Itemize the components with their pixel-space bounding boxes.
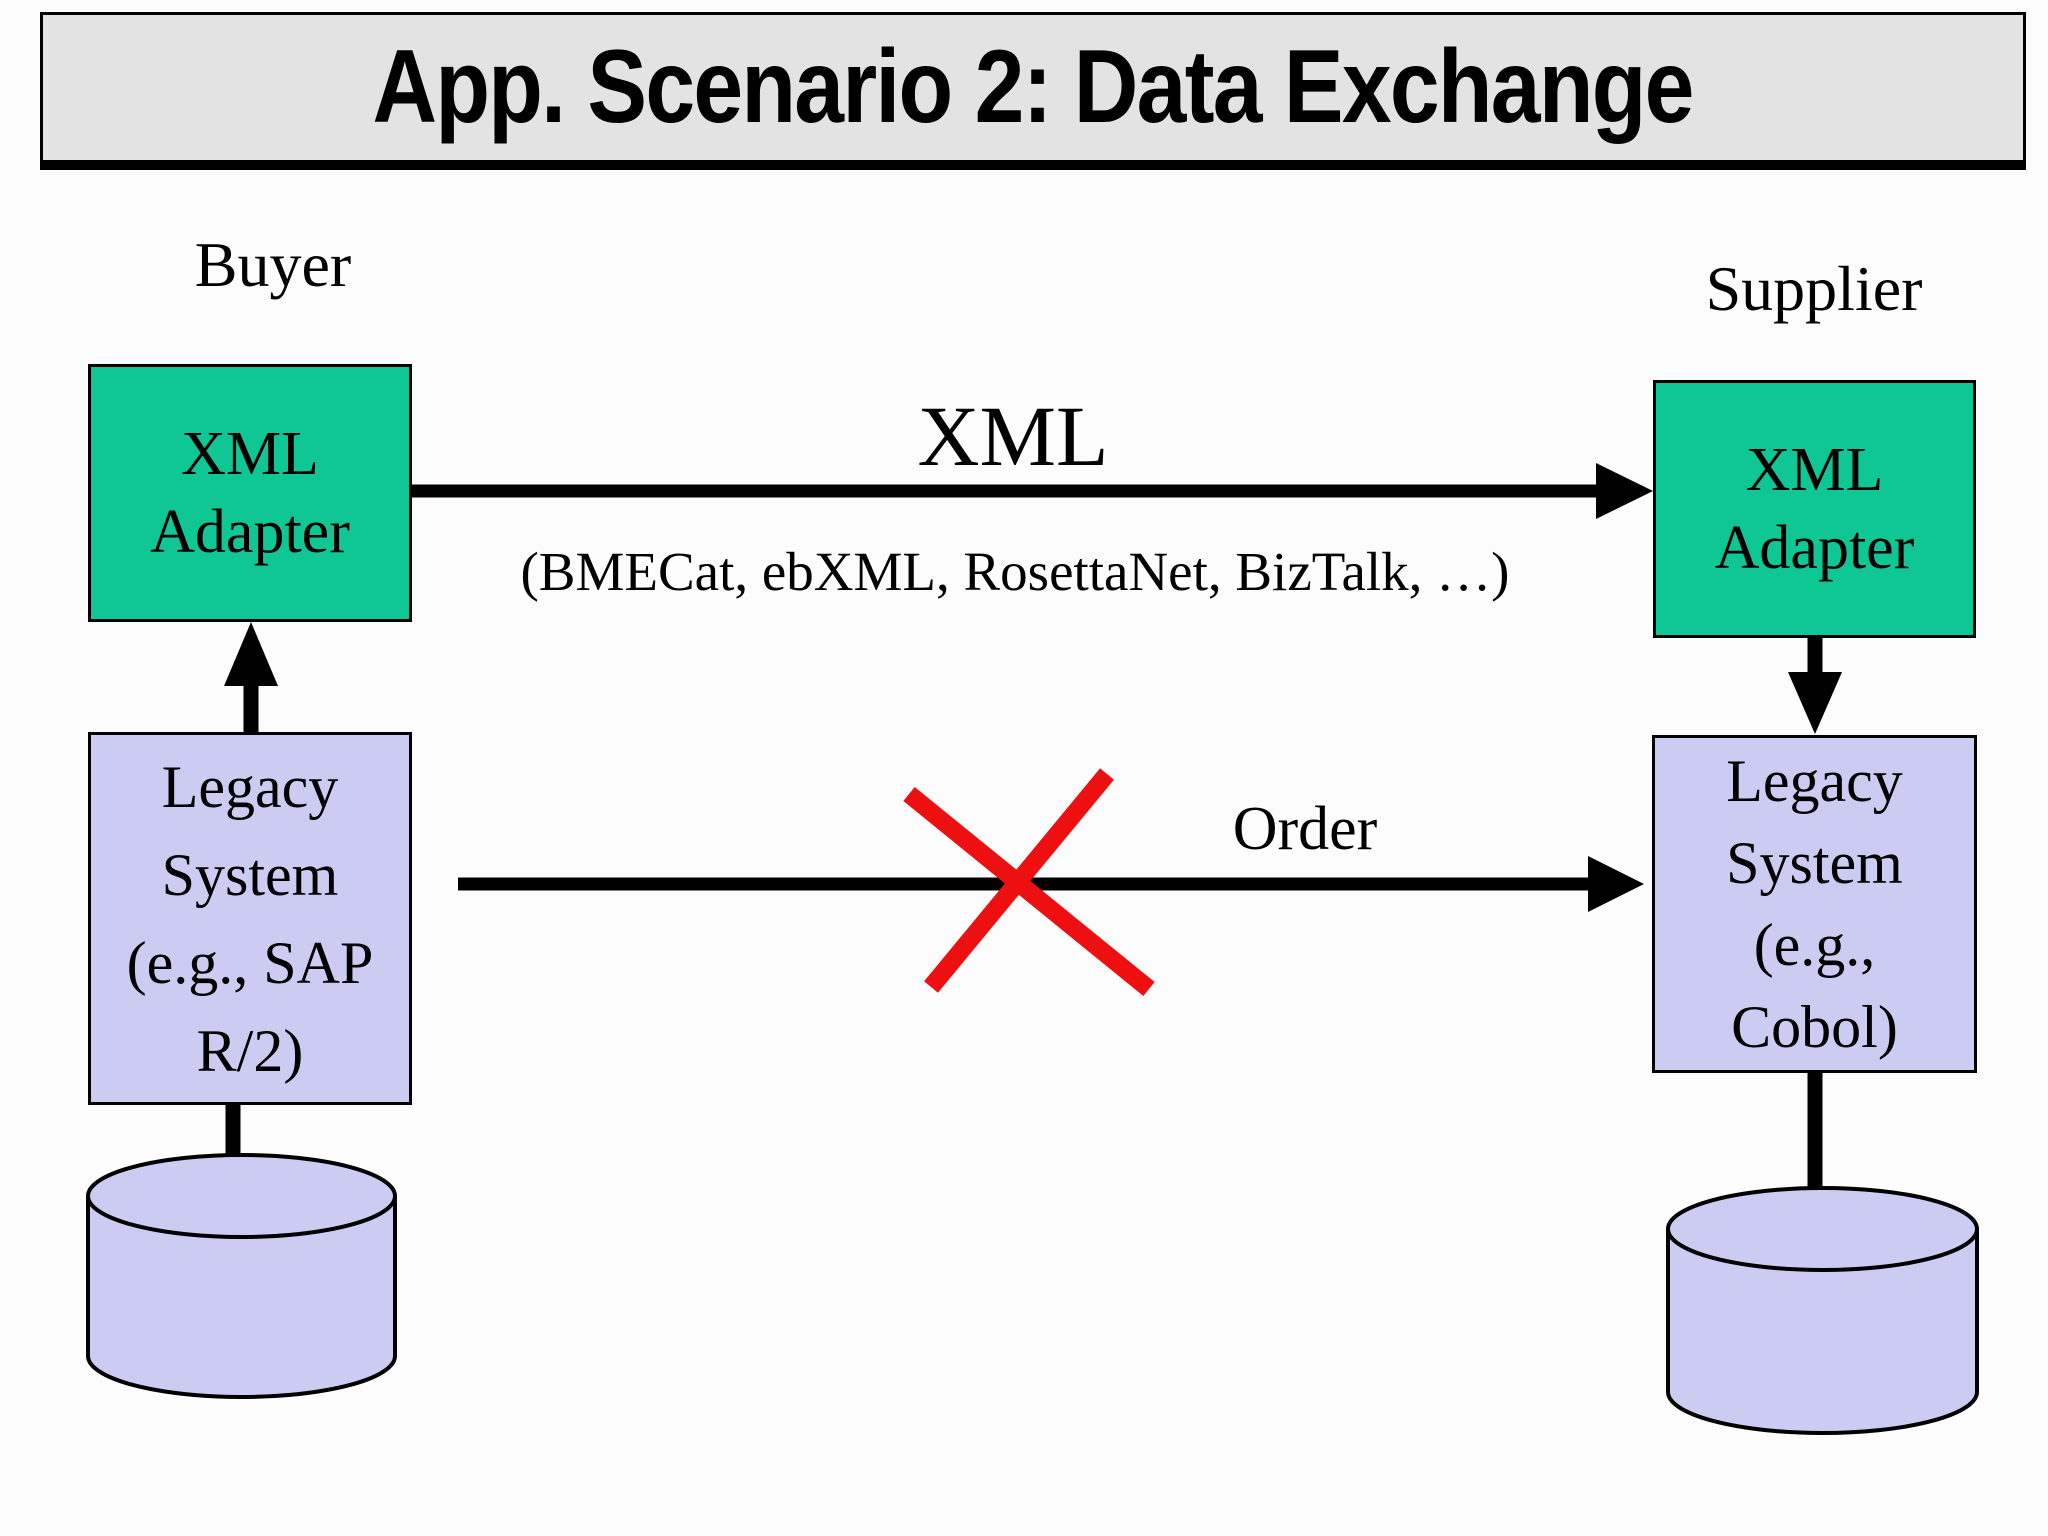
buyer-label: Buyer xyxy=(194,229,352,300)
xml-formats-label: (BMECat, ebXML, RosettaNet, BizTalk, …) xyxy=(520,541,1510,602)
xml-arrow-label: XML xyxy=(917,388,1109,484)
box-line: XML xyxy=(181,420,319,488)
box-line: Adapter xyxy=(150,498,350,566)
buyer-legacy-system-box: Legacy System (e.g., SAP R/2) xyxy=(88,732,412,1105)
box-line: Legacy xyxy=(161,753,339,820)
box-line: System xyxy=(161,841,339,908)
box-line: Adapter xyxy=(1714,514,1915,582)
buyer-database-icon xyxy=(86,1153,397,1399)
box-line: (e.g., SAP xyxy=(126,929,374,996)
supplier-adapter-to-legacy-arrow xyxy=(1788,636,1842,734)
order-arrow-label: Order xyxy=(1232,795,1378,863)
xml-arrow xyxy=(412,463,1653,519)
arrowhead-down-icon xyxy=(1788,672,1842,734)
supplier-database-icon xyxy=(1666,1186,1979,1435)
box-line: R/2) xyxy=(196,1017,304,1084)
slide-title-bar: App. Scenario 2: Data Exchange xyxy=(40,12,2026,170)
box-line: XML xyxy=(1745,436,1884,504)
arrowhead-up-icon xyxy=(224,622,278,686)
slide-title: App. Scenario 2: Data Exchange xyxy=(372,29,1695,145)
buyer-xml-adapter-box: XML Adapter xyxy=(88,364,412,622)
supplier-legacy-system-box: Legacy System (e.g., Cobol) xyxy=(1652,735,1977,1073)
supplier-xml-adapter-box: XML Adapter xyxy=(1653,380,1976,638)
box-line: System xyxy=(1726,830,1903,896)
supplier-label: Supplier xyxy=(1705,253,1923,324)
box-line: Legacy xyxy=(1726,748,1903,814)
arrowhead-right-icon xyxy=(1588,856,1644,912)
box-line: (e.g., xyxy=(1753,912,1876,978)
blocked-x-icon xyxy=(903,768,1155,996)
box-line: Cobol) xyxy=(1731,994,1898,1060)
buyer-legacy-to-adapter-arrow xyxy=(224,622,278,736)
arrowhead-right-icon xyxy=(1596,463,1653,519)
